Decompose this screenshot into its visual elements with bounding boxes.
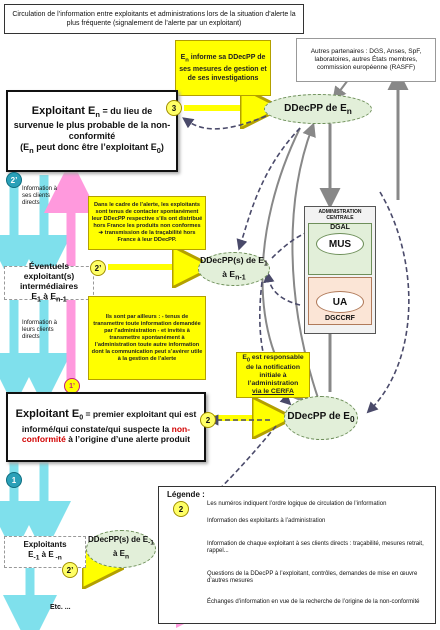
diagram-title: Circulation de l’information entre explo…: [4, 4, 304, 34]
dgal-label: DGAL: [330, 224, 350, 231]
step-1-blue-badge: 1: [6, 472, 22, 488]
ddecpp-e1-ellipse: DDecPP(s) de E1 à En-1: [198, 252, 270, 286]
legend-box: Légende : 2 Les numéros indiquent l’ordr…: [158, 486, 436, 624]
other-obligations-box: Ils sont par ailleurs : - tenus de trans…: [88, 296, 206, 380]
admin-header: ADMINISTRATION CENTRALE: [318, 209, 362, 221]
legend-item-admin-info: Information des exploitants à l’administ…: [207, 518, 326, 524]
legend-item-client-info: Information de chaque exploitant à ses c…: [207, 541, 424, 554]
partners-text: Autres partenaires : DGS, Anses, SpF, la…: [310, 48, 422, 71]
ddecpp-e0-ellipse: DDecPP de E0: [284, 396, 358, 440]
partners-box: Autres partenaires : DGS, Anses, SpF, la…: [296, 38, 436, 82]
legend-item-order: Les numéros indiquent l’ordre logique de…: [207, 501, 387, 507]
exploitant-en-box: Exploitant En = du lieu de survenue le p…: [6, 90, 178, 172]
dgal-panel: DGAL MUS: [308, 223, 372, 275]
legend-title: Légende :: [167, 490, 205, 499]
legend-badge: 2: [173, 501, 189, 517]
mus-ellipse: MUS: [316, 233, 364, 255]
etc-label: Etc. ...: [50, 604, 71, 611]
title-text: Circulation de l’information entre explo…: [12, 11, 296, 27]
step-2p-bottom-badge: 2’: [62, 562, 78, 578]
exploitants-minus-box: Exploitants E-1 à E -n: [4, 536, 86, 568]
ddecpp-en-ellipse: DDecPP de En: [264, 94, 372, 124]
step-2p-blue-badge: 2’: [6, 172, 22, 188]
dgccrf-label: DGCCRF: [325, 315, 355, 322]
step-2-badge: 2: [200, 412, 216, 428]
legend-item-questions: Questions de la DDecPP à l’exploitant, c…: [207, 571, 418, 584]
administration-centrale: ADMINISTRATION CENTRALE DGAL MUS UA DGCC…: [304, 206, 376, 334]
intermediaires-box: Éventuels exploitant(s) intermédiaires E…: [4, 261, 94, 304]
info-clients-direct-1: Information à ses clients directs: [22, 186, 58, 206]
info-clients-direct-2: Information à leurs clients directs: [22, 320, 58, 340]
e0-notification-box: E0 est responsable de la notification in…: [236, 352, 310, 398]
en-informs-box: En informe sa DDecPP de ses mesures de g…: [175, 40, 271, 96]
ddecpp-minus-ellipse: DDecPP(s) de E-1 à En: [86, 530, 156, 568]
exploitant-e0-box: Exploitant E0 = premier exploitant qui e…: [6, 392, 206, 462]
alert-obligation-box: Dans le cadre de l’alerte, les exploitan…: [88, 196, 206, 250]
legend-item-origin-search: Échanges d’information en vue de la rech…: [207, 599, 420, 605]
step-2p-yellow-badge: 2’: [90, 260, 106, 276]
dgccrf-panel: UA DGCCRF: [308, 277, 372, 325]
ua-ellipse: UA: [316, 291, 364, 313]
step-3-badge: 3: [166, 100, 182, 116]
